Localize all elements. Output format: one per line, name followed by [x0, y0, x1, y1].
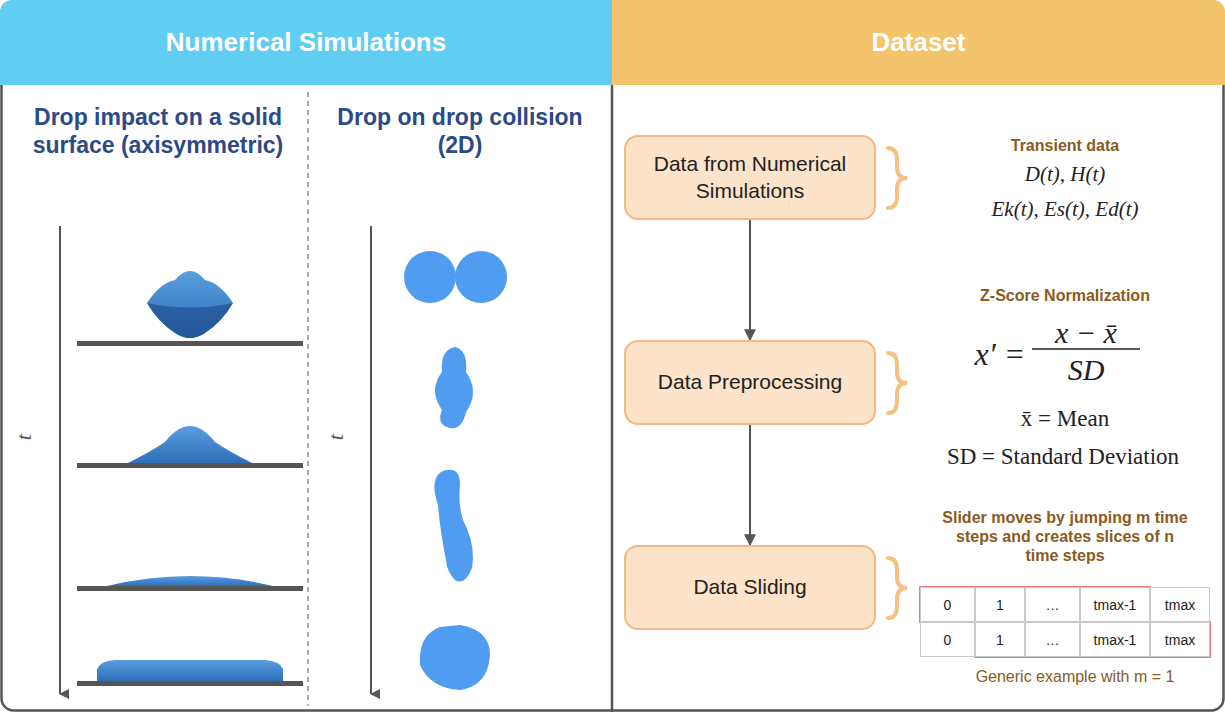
slice-frame: [975, 622, 1210, 657]
math-text: x̄ = Mean: [955, 405, 1175, 433]
table-cell: 0: [920, 622, 975, 657]
process-box: Data Sliding: [624, 545, 876, 630]
note-heading: Transient data: [935, 136, 1195, 155]
solid-surface: [77, 341, 303, 686]
table-cell: 1: [975, 587, 1025, 622]
note-text: Slider moves by jumping m time steps and…: [940, 508, 1190, 566]
note-text: Generic example with m = 1: [935, 667, 1215, 686]
impact-drop: [97, 271, 283, 681]
table-cell: tmax: [1150, 622, 1210, 657]
math-text: SD = Standard Deviation: [913, 443, 1213, 471]
node-text: Dataset: [872, 27, 966, 58]
table-cell: tmax-1: [1080, 622, 1150, 657]
math-text: Ek(t), Es(t), Ed(t): [925, 197, 1205, 222]
table-cell: tmax-1: [1080, 587, 1150, 622]
column-title: Drop impact on a solid surface (axisymme…: [23, 104, 293, 159]
table-cell: …: [1025, 587, 1080, 622]
panel-header: Dataset: [612, 0, 1225, 85]
node-text: Data Sliding: [693, 574, 806, 600]
collision-drop: [404, 251, 507, 690]
process-box: Data Preprocessing: [624, 340, 876, 425]
note-heading: Z-Score Normalization: [915, 286, 1215, 305]
time-axis: [59, 226, 61, 694]
math-text: D(t), H(t): [935, 162, 1195, 187]
curly-brace: [888, 148, 907, 618]
axis-label: t: [323, 422, 349, 452]
table-cell: 1: [975, 622, 1025, 657]
axis-label: t: [11, 422, 37, 452]
node-text: Data from Numerical Simulations: [636, 151, 864, 204]
time-axis: [370, 226, 372, 694]
process-box: Data from Numerical Simulations: [624, 135, 876, 220]
slice-frame: [920, 587, 1150, 622]
flow-arrow: [749, 220, 751, 340]
node-text: Data Preprocessing: [658, 369, 842, 395]
table-cell: tmax: [1150, 587, 1210, 622]
column-divider: [307, 92, 308, 706]
node-text: Numerical Simulations: [166, 27, 446, 58]
math-text: x′ =: [960, 335, 1040, 373]
column-title: Drop on drop collision (2D): [335, 104, 585, 159]
table-cell: 0: [920, 587, 975, 622]
panel-header: Numerical Simulations: [0, 0, 612, 85]
math-text: SD: [1026, 352, 1146, 388]
math-text: x − x̄: [1026, 315, 1146, 351]
flow-arrow: [749, 425, 751, 545]
table-cell: …: [1025, 622, 1080, 657]
panel-divider: [611, 0, 614, 712]
